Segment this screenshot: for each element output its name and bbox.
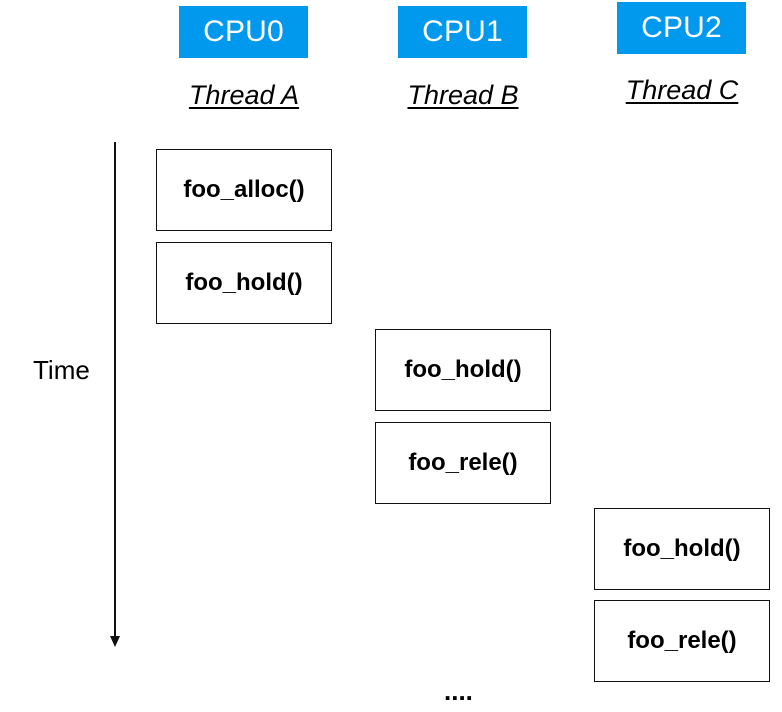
thread-c-call-1: foo_hold() (594, 508, 770, 590)
time-axis-line (114, 142, 116, 640)
thread-a-call-2: foo_hold() (156, 242, 332, 324)
thread-c-call-2: foo_rele() (594, 600, 770, 682)
thread-b-label: Thread B (407, 80, 519, 110)
cpu1-header: CPU1 (398, 6, 527, 58)
thread-b-call-1: foo_hold() (375, 329, 551, 411)
thread-a-label: Thread A (188, 80, 300, 110)
down-arrow-icon (110, 636, 120, 647)
time-label: Time (33, 355, 90, 385)
cpu2-header: CPU2 (617, 2, 746, 54)
thread-a-call-1: foo_alloc() (156, 149, 332, 231)
cpu0-header: CPU0 (179, 6, 308, 58)
thread-b-call-2: foo_rele() (375, 422, 551, 504)
continuation-ellipsis: .... (444, 676, 473, 706)
thread-c-label: Thread C (625, 75, 739, 105)
